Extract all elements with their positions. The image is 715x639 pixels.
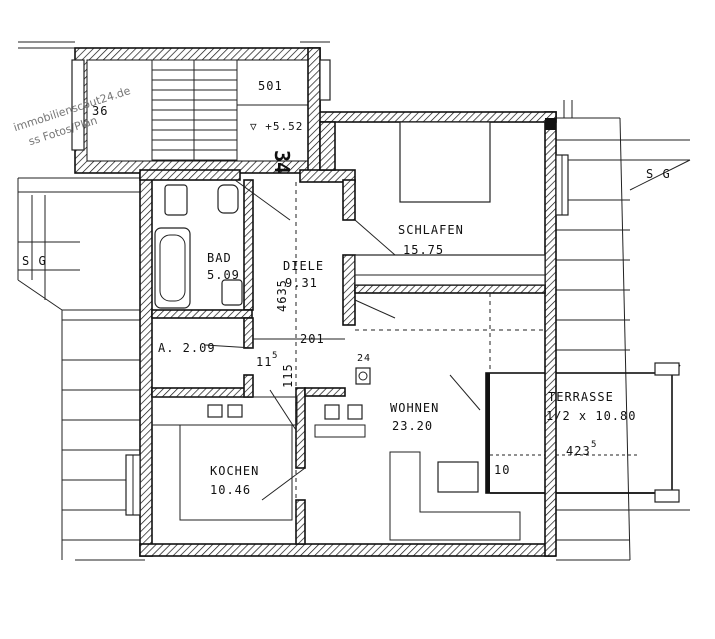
interior-walls: [151, 179, 546, 545]
sg-right-label: S G: [646, 167, 671, 181]
dimension-4635: 4635: [275, 279, 289, 312]
windows: [71, 59, 569, 516]
room-name: KOCHEN: [210, 464, 259, 478]
dimension-423: 423: [566, 444, 591, 458]
room-label-terrasse: TERRASSE 1/2 x 10.80: [546, 390, 636, 423]
room-area: 1/2 x 10.80: [546, 409, 636, 423]
room-area: 5.09: [207, 268, 240, 282]
room-area: 9.31: [285, 276, 318, 290]
level-marker: ▽ +5.52: [250, 120, 303, 133]
room-name: TERRASSE: [548, 390, 614, 404]
room-name: BAD: [207, 251, 232, 265]
sg-left-label: S G: [22, 254, 47, 268]
room-label-schlafen: SCHLAFEN 15.75: [398, 223, 464, 257]
dimension-24: 24: [357, 353, 371, 364]
bedroom-furniture: [354, 121, 546, 286]
exterior-walls: [139, 47, 557, 557]
room-label-kochen: KOCHEN 10.46: [210, 464, 259, 497]
room-area: 15.75: [403, 243, 444, 257]
stairwell: [74, 47, 321, 174]
room-area: 23.20: [392, 419, 433, 433]
dimension-10: 10: [494, 463, 510, 477]
room-label-abstell: A. 2.09: [158, 341, 216, 355]
dimension-11-superscript: 5: [272, 351, 278, 361]
unit-number: 34: [270, 150, 294, 174]
room-name: WOHNEN: [390, 401, 439, 415]
room-name: SCHLAFEN: [398, 223, 464, 237]
bathroom-fixtures: [154, 184, 243, 309]
dimension-115: 115: [281, 363, 295, 388]
stair-number: 501: [258, 79, 283, 93]
room-label-diele: DIELE 9.31: [283, 259, 324, 290]
dimension-423-superscript: 5: [591, 440, 597, 450]
living-furniture: [314, 367, 521, 541]
terrace: [485, 362, 681, 503]
room-name: DIELE: [283, 259, 324, 273]
dimension-201: 201: [300, 332, 325, 346]
door-swings: [204, 179, 545, 520]
stair-small-label: 36: [92, 104, 108, 118]
dimension-11: 11: [256, 355, 272, 369]
room-name: A. 2.09: [158, 341, 216, 355]
kitchen-fixtures: [151, 396, 298, 521]
room-area: 10.46: [210, 483, 251, 497]
room-label-wohnen: WOHNEN 23.20: [390, 401, 439, 433]
room-label-bad: BAD 5.09: [207, 251, 240, 282]
